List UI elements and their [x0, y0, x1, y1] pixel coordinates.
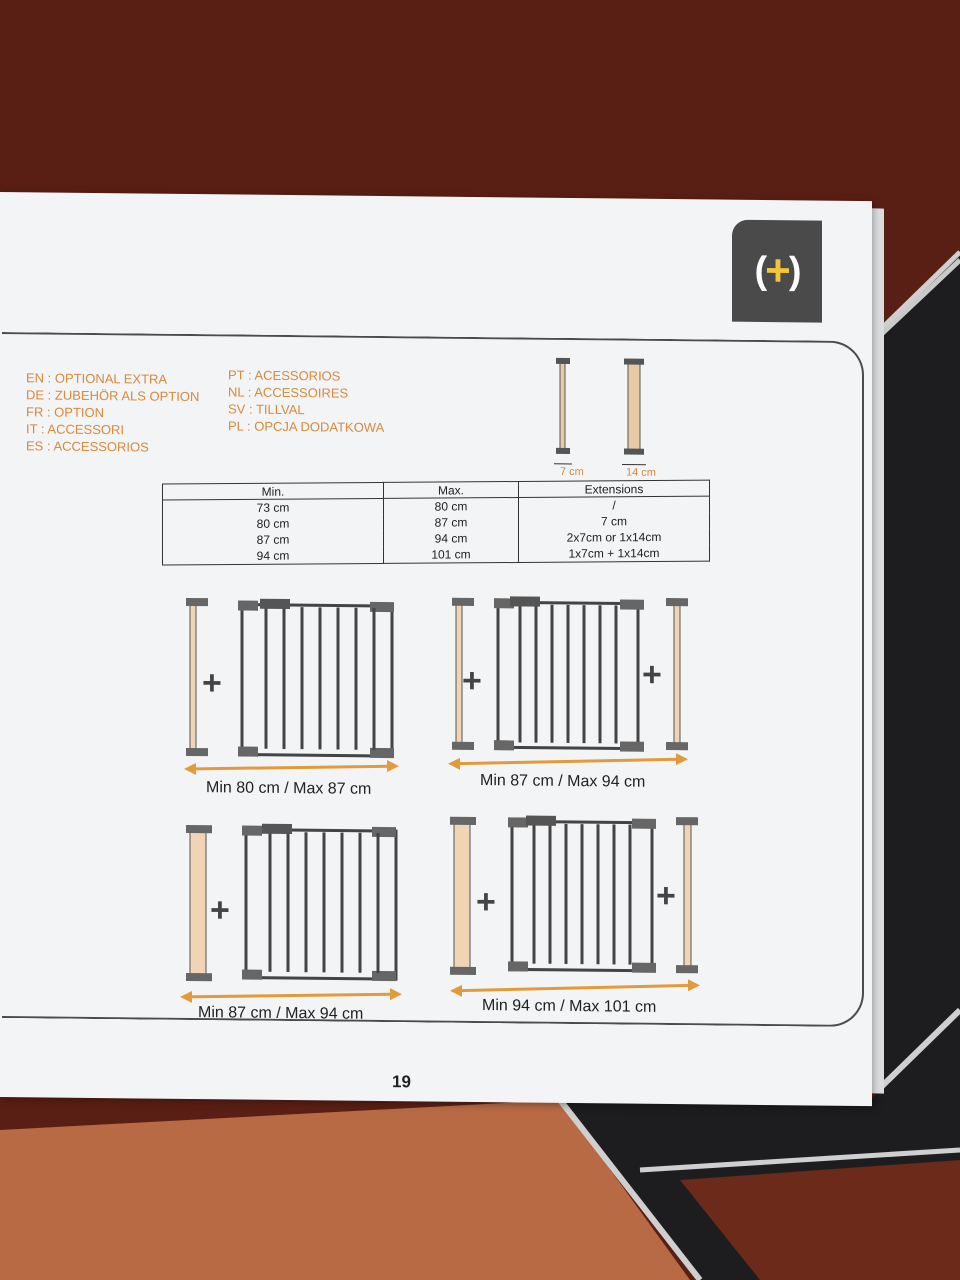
language-list-right: PT : ACESSORIOS NL : ACCESSOIRES SV : TI…: [228, 366, 384, 436]
gate-diagram-1: +: [184, 597, 399, 776]
language-label: FR : OPTION: [26, 404, 104, 421]
size-table: Min. Max. Extensions 73 cm 80 cm / 80 cm…: [162, 480, 710, 566]
col-header-min: Min.: [162, 482, 384, 500]
language-label: IT : ACCESSORI: [26, 421, 125, 438]
page-number: 19: [392, 1072, 411, 1092]
language-label: SV : TILLVAL: [228, 401, 305, 418]
cell-extensions: 2x7cm or 1x14cm: [518, 528, 710, 546]
svg-text:+: +: [642, 656, 662, 694]
extension-pieces-illustration: [554, 357, 646, 466]
language-label: DE : ZUBEHÖR ALS OPTION: [26, 387, 200, 405]
svg-text:+: +: [210, 891, 230, 929]
col-header-extensions: Extensions: [518, 480, 710, 498]
svg-text:+: +: [656, 877, 676, 915]
diagram-3-caption: Min 87 cm / Max 94 cm: [198, 1004, 364, 1023]
diagram-1-caption: Min 80 cm / Max 87 cm: [206, 779, 372, 798]
cell-max: 101 cm: [383, 545, 519, 564]
cell-extensions: /: [518, 496, 710, 514]
col-header-max: Max.: [383, 481, 519, 499]
diagram-2-caption: Min 87 cm / Max 94 cm: [480, 772, 646, 791]
badge-close-paren: ): [788, 249, 800, 292]
svg-text:+: +: [202, 664, 222, 702]
svg-text:+: +: [476, 883, 496, 921]
cell-min: 94 cm: [162, 546, 384, 565]
language-label: EN : OPTIONAL EXTRA: [26, 370, 168, 387]
badge-plus-icon: +: [765, 246, 789, 296]
cell-min: 80 cm: [162, 514, 384, 533]
cell-extensions: 1x7cm + 1x14cm: [518, 544, 710, 563]
language-label: ES : ACCESSORIOS: [26, 438, 149, 455]
cell-extensions: 7 cm: [518, 512, 710, 530]
gate-diagram-2: + +: [448, 596, 688, 770]
cell-max: 87 cm: [383, 513, 519, 531]
svg-text:+: +: [462, 662, 482, 700]
cell-min: 87 cm: [162, 530, 384, 549]
language-label: PL : OPCJA DODATKOWA: [228, 418, 385, 436]
gate-diagram-3: +: [180, 823, 402, 1004]
cell-max: 94 cm: [383, 529, 519, 547]
cell-max: 80 cm: [383, 497, 519, 515]
booklet-page: ( + ) EN : OPTIONAL EXTRA DE : ZUBEHÖR A…: [0, 192, 872, 1107]
table-row: 94 cm 101 cm 1x7cm + 1x14cm: [162, 544, 710, 565]
badge-open-paren: (: [754, 249, 766, 292]
optional-extra-badge: ( + ): [732, 219, 822, 323]
extension-14cm-label: 14 cm: [626, 466, 656, 479]
language-label: NL : ACCESSOIRES: [228, 384, 349, 401]
cell-min: 73 cm: [162, 498, 384, 517]
language-list-left: EN : OPTIONAL EXTRA DE : ZUBEHÖR ALS OPT…: [26, 369, 199, 456]
language-label: PT : ACESSORIOS: [228, 367, 341, 384]
gate-diagram-4: + +: [450, 815, 700, 997]
diagram-4-caption: Min 94 cm / Max 101 cm: [482, 997, 657, 1016]
extension-7cm-label: 7 cm: [560, 465, 584, 479]
